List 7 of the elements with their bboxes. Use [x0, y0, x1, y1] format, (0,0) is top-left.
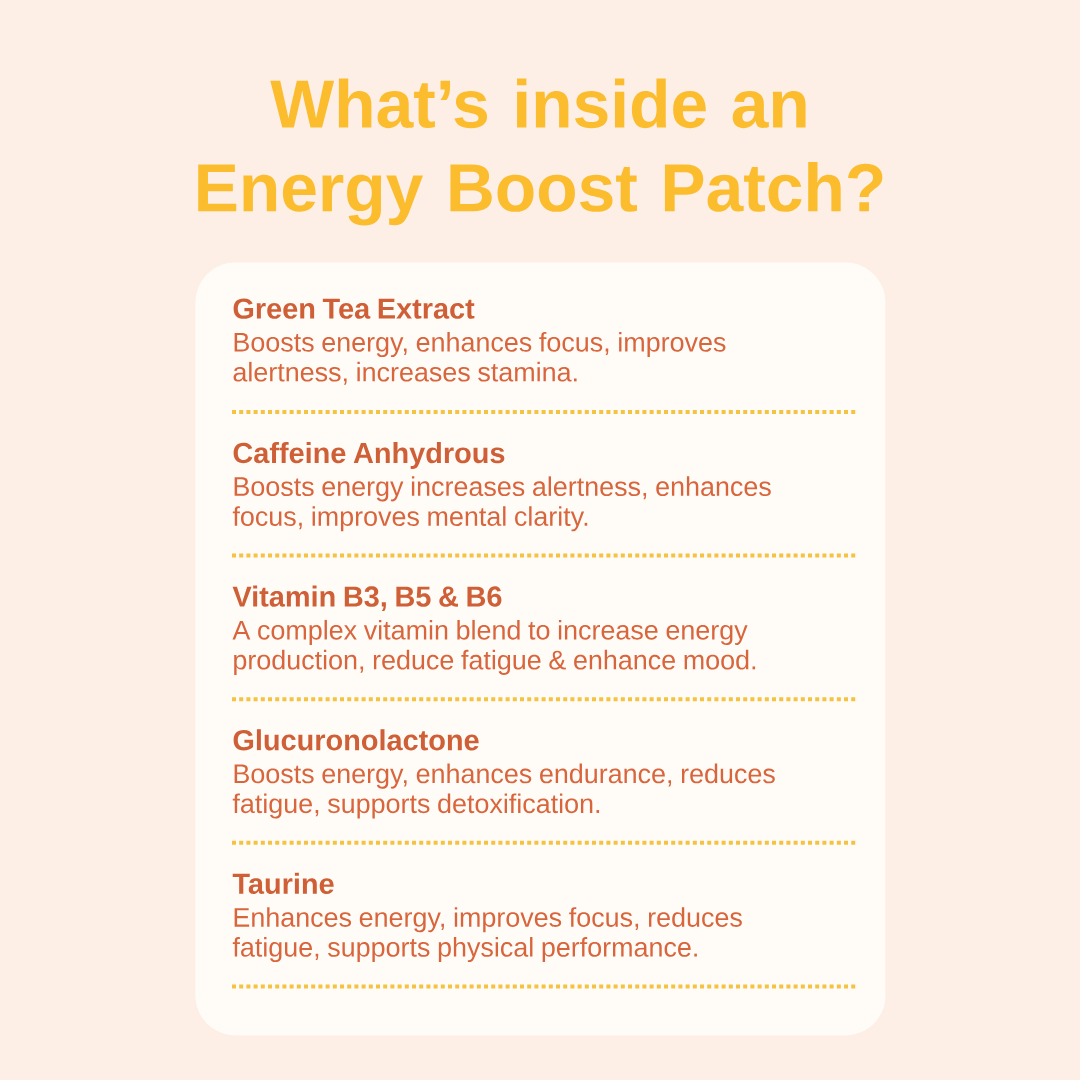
ingredient-entry: Vitamin B3, B5 & B6 A complex vitamin blend to increase energy production, reduce fatigue & enhance mood. — [232, 585, 756, 675]
title: What’s inside an Energy Boost Patch? — [198, 78, 883, 226]
ingredient-entry: Caffeine Anhydrous Boosts energy increases alertness, enhances focus, improves mental clarity. — [232, 442, 771, 532]
card-panel — [195, 262, 886, 1036]
ingredient-entry: Glucuronolactone Boosts energy, enhances endurance, reduces fatigue, supports detoxification. — [232, 729, 775, 819]
ingredient-entry: Green Tea Extract Boosts energy, enhances focus, improves alertness, increases stamina. — [233, 298, 726, 385]
ingredient-entry: Taurine Enhances energy, improves focus, reduces fatigue, supports physical performance. — [232, 872, 742, 963]
